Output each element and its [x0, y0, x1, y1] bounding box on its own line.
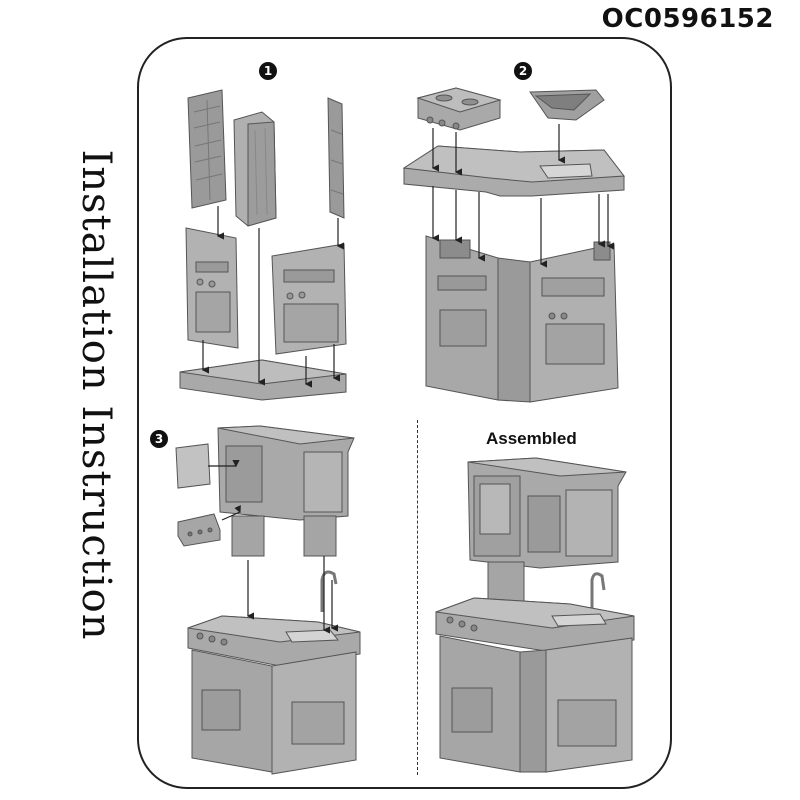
- countertop-part: [402, 145, 625, 197]
- step-2-badge: 2: [514, 62, 532, 80]
- cabinet-body: [425, 235, 619, 403]
- step-1-badge: 1: [259, 62, 277, 80]
- step-3-illustration: [175, 425, 361, 775]
- back-panel-left: [187, 89, 227, 209]
- microwave-door-part: [175, 443, 211, 489]
- right-front-panel: [271, 243, 347, 355]
- left-front-panel: [185, 227, 239, 349]
- back-panel-right: [327, 97, 345, 219]
- stovetop-part: [416, 87, 502, 131]
- section-divider: [417, 420, 418, 775]
- sink-basin-part: [529, 89, 605, 121]
- lower-kitchen: [187, 615, 361, 775]
- product-code: OC0596152: [601, 4, 774, 34]
- assembled-illustration: [435, 457, 635, 773]
- step-3-badge: 3: [150, 430, 168, 448]
- instruction-frame: [137, 37, 672, 789]
- shelf-part: [177, 513, 221, 547]
- upper-cabinet-part: [217, 425, 355, 557]
- faucet-part: [320, 570, 338, 612]
- base-plate: [179, 359, 347, 401]
- corner-pillar: [233, 111, 277, 227]
- step-1-illustration: [179, 89, 347, 401]
- step-2-illustration: [402, 87, 625, 403]
- assembled-label: Assembled: [486, 429, 577, 448]
